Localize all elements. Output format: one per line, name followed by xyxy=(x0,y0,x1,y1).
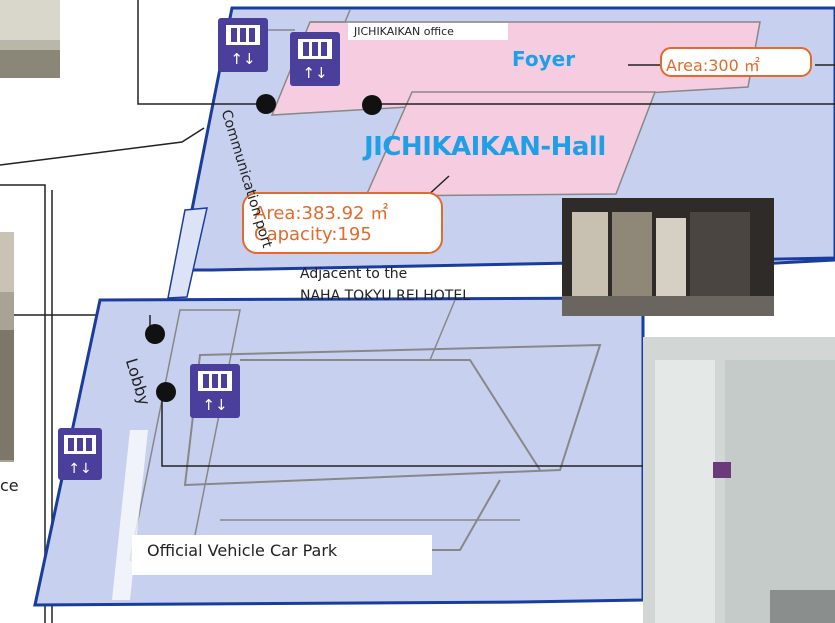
lower-floor xyxy=(33,296,645,607)
svg-text:↑↓: ↑↓ xyxy=(230,50,255,68)
hotel-entrance-photo xyxy=(562,198,774,316)
elevator-icon: ↑↓ xyxy=(58,428,102,480)
garage-zone xyxy=(183,343,602,487)
hall-area-label: Area:383.92 ㎡ xyxy=(254,203,389,224)
foyer-area-callout xyxy=(660,47,812,77)
svg-text:↑↓: ↑↓ xyxy=(202,396,227,414)
foyer-label: Foyer xyxy=(512,47,576,71)
elevator-icon: ↑↓ xyxy=(218,18,268,72)
car-park-label: Official Vehicle Car Park xyxy=(147,541,338,560)
hall-capacity-label: Capacity:195 xyxy=(254,224,372,245)
partial-left-label: ce xyxy=(0,476,19,495)
elevator-icon: ↑↓ xyxy=(190,364,240,418)
hall-info-callout xyxy=(242,192,443,254)
communication-port-strip xyxy=(167,207,208,299)
building-photo-left xyxy=(0,232,14,462)
office-label: JICHIKAIKAN office xyxy=(351,24,457,39)
hall-room xyxy=(364,91,657,197)
elevator-icon: ↑↓ xyxy=(290,32,340,86)
svg-text:↑↓: ↑↓ xyxy=(68,461,91,477)
svg-text:↑↓: ↑↓ xyxy=(302,64,327,82)
hall-label: JICHIKAIKAN-Hall xyxy=(364,132,606,162)
building-photo-topleft xyxy=(0,0,60,78)
car-park-label-bg xyxy=(132,535,432,575)
adjacent-label-line2: NAHA TOKYU REI HOTEL xyxy=(300,288,471,304)
crosswalk-stripes xyxy=(112,430,148,600)
connector-dots xyxy=(145,94,382,402)
office-entrance-photo xyxy=(643,337,835,623)
foyer-area-label: Area:300 ㎡ xyxy=(666,56,760,75)
adjacent-label-line1: Adjacent to the xyxy=(300,266,408,282)
